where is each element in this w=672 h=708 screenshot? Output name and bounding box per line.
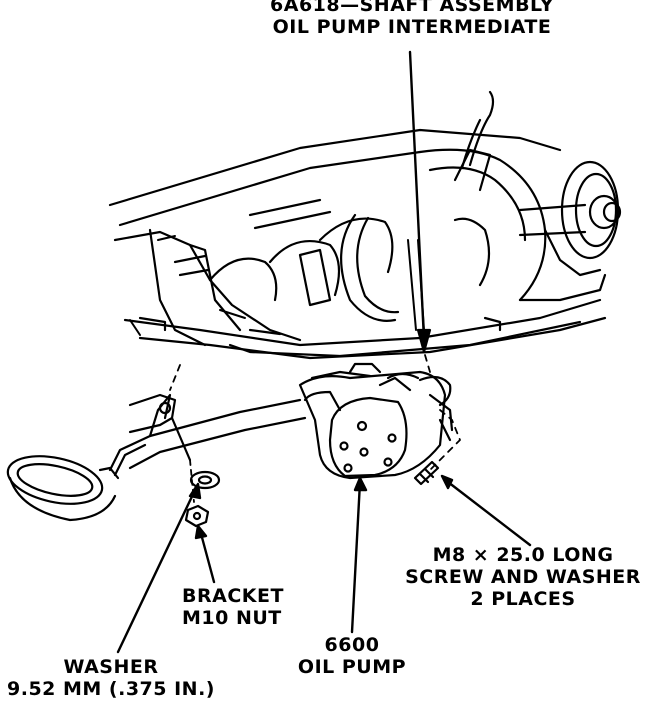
washer-label-line1: WASHER bbox=[63, 656, 159, 678]
washer-label-line2: 9.52 MM (.375 IN.) bbox=[7, 678, 215, 700]
label-leaders bbox=[116, 474, 532, 654]
bracket-label-line1: BRACKET bbox=[182, 585, 284, 607]
bracket-nut-label: BRACKET M10 NUT bbox=[182, 585, 284, 629]
block-detail-lines bbox=[129, 235, 246, 336]
washer-part bbox=[189, 470, 221, 490]
oil-pump-body bbox=[298, 362, 454, 480]
bracket-label-line2: M10 NUT bbox=[182, 607, 282, 629]
screw-label-line2: SCREW AND WASHER bbox=[405, 566, 641, 588]
shaft-label-line2: OIL PUMP INTERMEDIATE bbox=[272, 16, 552, 38]
screw-label-line1: M8 × 25.0 LONG bbox=[432, 544, 614, 566]
alignment-dashes bbox=[169, 354, 461, 471]
pickup-tube bbox=[108, 393, 307, 477]
pump-label-line1: 6600 bbox=[324, 634, 380, 656]
washer-label: WASHER 9.52 MM (.375 IN.) bbox=[6, 656, 216, 700]
screw-label-line3: 2 PLACES bbox=[470, 588, 576, 610]
engine-block bbox=[108, 90, 622, 360]
shaft-label-line1: 6A618—SHAFT ASSEMBLY bbox=[270, 0, 554, 16]
screw-washer-label: M8 × 25.0 LONG SCREW AND WASHER 2 PLACES bbox=[388, 544, 658, 610]
shaft-assembly-label: 6A618—SHAFT ASSEMBLY OIL PUMP INTERMEDIA… bbox=[262, 0, 562, 38]
shaft-leader bbox=[408, 50, 432, 354]
screw-part bbox=[413, 460, 440, 486]
pump-label-line2: OIL PUMP bbox=[297, 656, 407, 678]
oil-pump-label: 6600 OIL PUMP bbox=[292, 634, 412, 678]
pickup-screen bbox=[6, 455, 120, 522]
